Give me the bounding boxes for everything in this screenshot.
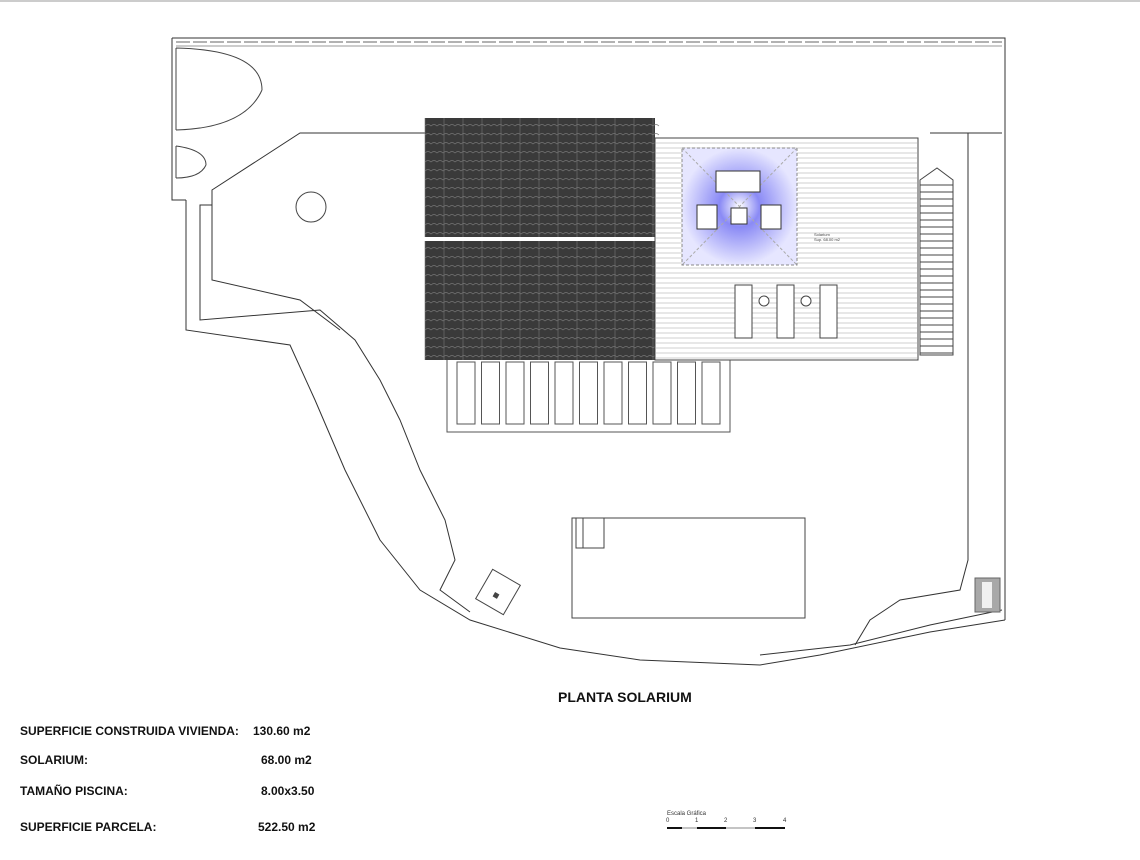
armchair: [760, 204, 782, 230]
scale-tick: 3: [753, 818, 757, 824]
tile-row: [424, 178, 660, 181]
pergola-slat: [456, 361, 476, 425]
tile-row: [424, 256, 660, 259]
summary-row: SUPERFICIE CONSTRUIDA VIVIENDA: 130.60 m2: [20, 724, 310, 738]
summary-value: 522.50 m2: [258, 820, 316, 834]
summary-label: TAMAÑO PISCINA:: [20, 784, 128, 798]
summary-value: 130.60 m2: [253, 724, 311, 738]
tile-row: [424, 283, 660, 286]
tile-row: [424, 274, 660, 277]
summary-label: SUPERFICIE PARCELA:: [20, 820, 157, 834]
pergola: [446, 360, 731, 433]
summary-label: SOLARIUM:: [20, 753, 88, 767]
tile-row: [424, 355, 660, 358]
scale-tick: 2: [724, 818, 728, 824]
tile-row: [424, 346, 660, 349]
tile-row: [424, 214, 660, 217]
summary-row: SUPERFICIE PARCELA: 522.50 m2: [20, 820, 315, 834]
pergola-slat: [530, 361, 549, 425]
sun-loungers: [734, 284, 838, 339]
pergola-slat: [652, 361, 672, 425]
tile-row: [424, 151, 660, 154]
pergola-slat: [677, 361, 696, 425]
coffee-table: [730, 207, 748, 225]
summary-row: SOLARIUM: 68.00 m2: [20, 753, 312, 767]
tile-row: [424, 169, 660, 172]
pergola-slat: [505, 361, 525, 425]
scale-label: Escala Gráfica: [667, 811, 707, 817]
tile-row: [424, 265, 660, 268]
summary-row: TAMAÑO PISCINA: 8.00x3.50: [20, 784, 314, 798]
scale-tick: 0: [666, 818, 670, 824]
tile-row: [424, 142, 660, 145]
solarium-label: Solarium Sup. 68.00 m2: [814, 232, 840, 242]
tile-row: [424, 301, 660, 304]
pergola-slat: [628, 361, 647, 425]
scale-tick: 1: [695, 818, 699, 824]
roof-tiles: [424, 118, 660, 360]
drawing-title: PLANTA SOLARIUM: [558, 689, 692, 705]
pergola-slat: [603, 361, 623, 425]
tile-row: [424, 319, 660, 322]
pump-house: [474, 568, 522, 616]
lounge-area: [681, 147, 798, 266]
meter-box-label: [982, 582, 992, 608]
tile-row: [424, 328, 660, 331]
stairs: [919, 167, 954, 356]
plot-boundary: [171, 37, 1006, 666]
tile-row: [424, 232, 660, 235]
summary-label: SUPERFICIE CONSTRUIDA VIVIENDA:: [20, 724, 239, 738]
tile-row: [424, 160, 660, 163]
solarium-area: Sup. 68.00 m2: [814, 237, 841, 242]
pergola-slat: [481, 361, 500, 425]
pergola-slat: [701, 361, 721, 425]
pergola-slat: [554, 361, 574, 425]
tile-row: [424, 187, 660, 190]
pergola-slat: [579, 361, 598, 425]
tile-row: [424, 124, 660, 127]
swimming-pool: [571, 517, 806, 619]
tile-row: [424, 310, 660, 313]
solarium-name: Solarium: [814, 232, 830, 237]
armchair: [696, 204, 718, 230]
tile-row: [424, 247, 660, 250]
summary-value: 68.00 m2: [261, 753, 312, 767]
entrance-doors: [175, 47, 263, 179]
tree: [295, 191, 327, 223]
sofa: [715, 170, 761, 193]
tile-row: [424, 292, 660, 295]
scale-tick: 4: [783, 818, 787, 824]
tile-row: [424, 337, 660, 340]
tile-row: [424, 205, 660, 208]
tile-row: [424, 133, 660, 136]
tile-row: [424, 223, 660, 226]
tile-row: [424, 196, 660, 199]
summary-value: 8.00x3.50: [261, 784, 315, 798]
